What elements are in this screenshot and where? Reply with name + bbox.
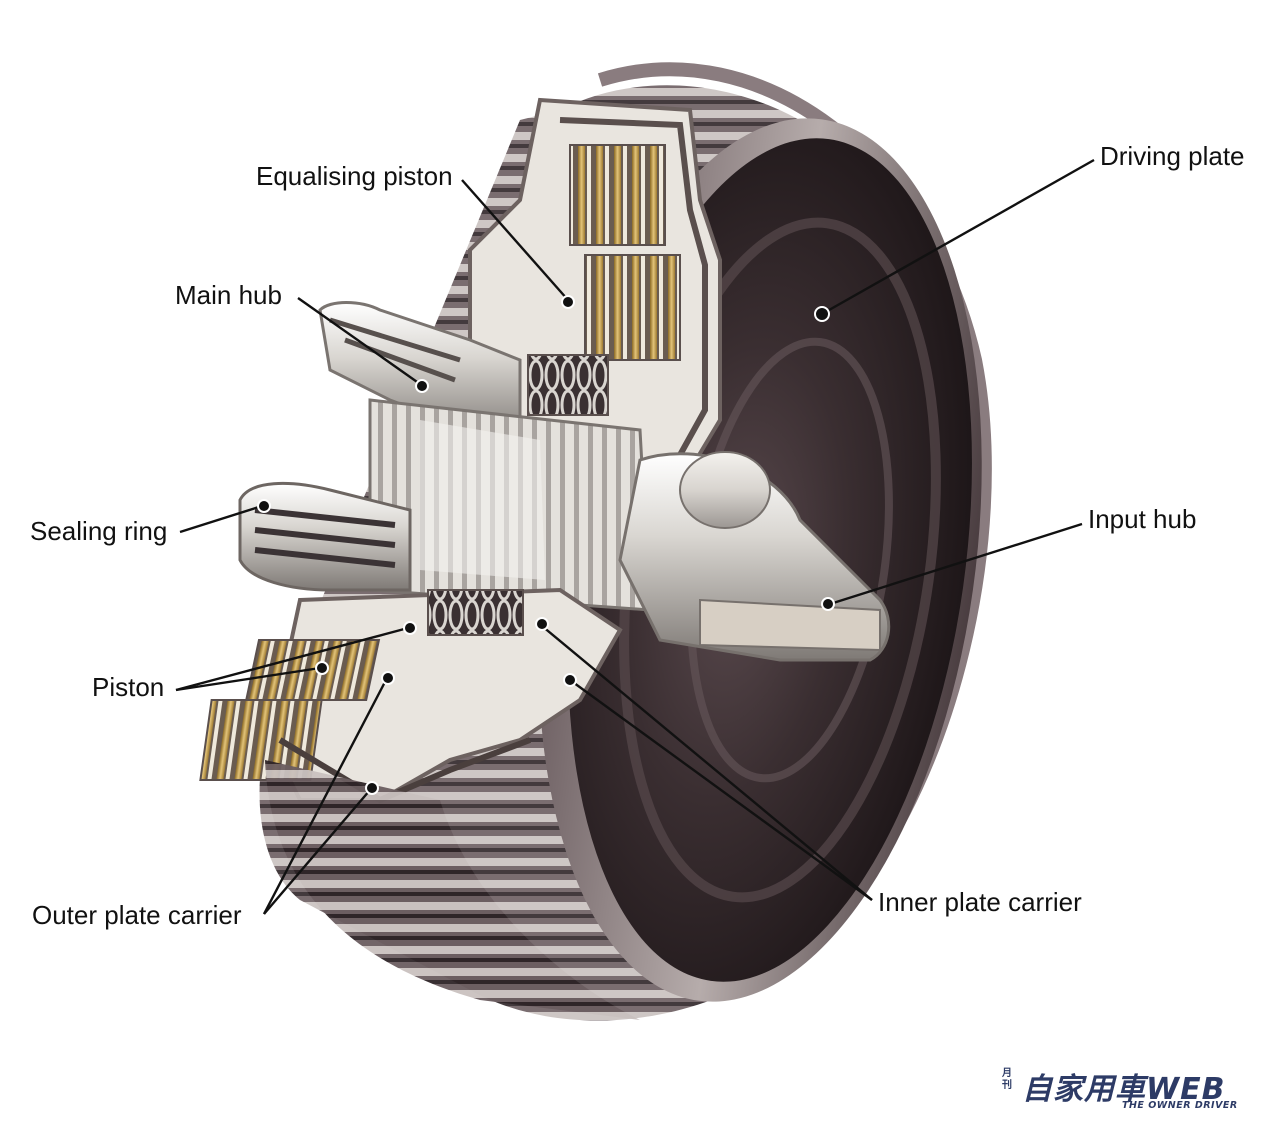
- logo-tagline: THE OWNER DRIVER: [1122, 1100, 1238, 1111]
- leader-inner-plate-carrier-1: [541, 625, 873, 901]
- needle-bearing: [368, 398, 652, 612]
- label-equalising-piston: Equalising piston: [256, 161, 453, 191]
- leader-outer-plate-carrier-1: [262, 679, 388, 915]
- dot-outer-plate-carrier-2: [365, 781, 379, 795]
- lower-drum-rings: [265, 760, 640, 1020]
- dot-inner-plate-carrier-2: [563, 673, 577, 687]
- leader-piston-2: [175, 666, 321, 692]
- label-sealing-ring: Sealing ring: [30, 516, 168, 546]
- label-piston: Piston: [92, 672, 165, 702]
- input-hub-shaft: [618, 451, 891, 662]
- dot-inner-plate-carrier-1: [535, 617, 549, 631]
- leader-equalising-piston: [461, 179, 569, 301]
- dot-piston-2: [315, 661, 329, 675]
- logo-main-text: 自家用車WEB: [1022, 1072, 1226, 1107]
- dot-main-hub: [415, 379, 429, 393]
- dot-input-hub: [821, 597, 835, 611]
- dot-equalising-piston: [561, 295, 575, 309]
- leader-main-hub: [297, 297, 421, 385]
- dot-piston-1: [403, 621, 417, 635]
- leader-lines: [175, 158, 1095, 915]
- leader-input-hub: [829, 522, 1083, 606]
- label-outer-plate-carrier: Outer plate carrier: [32, 900, 242, 930]
- sealing-ring-tube: [238, 482, 412, 592]
- leader-driving-plate: [821, 158, 1095, 316]
- leader-outer-plate-carrier-2: [263, 789, 371, 915]
- label-input-hub: Input hub: [1088, 504, 1197, 534]
- leader-piston-1: [175, 626, 409, 692]
- leader-sealing-ring: [179, 504, 263, 534]
- label-driving-plate: Driving plate: [1100, 141, 1245, 171]
- upper-housing-section: [468, 97, 722, 523]
- dot-outer-plate-carrier-1: [381, 671, 395, 685]
- leader-inner-plate-carrier-2: [569, 679, 873, 901]
- logo-small-text: 月刊: [1002, 1068, 1012, 1091]
- dot-driving-plate: [814, 306, 830, 322]
- dot-sealing-ring: [257, 499, 271, 513]
- label-main-hub: Main hub: [175, 280, 282, 310]
- publisher-logo: 月刊 自家用車WEB THE OWNER DRIVER: [1000, 1064, 1250, 1114]
- label-inner-plate-carrier: Inner plate carrier: [878, 887, 1082, 917]
